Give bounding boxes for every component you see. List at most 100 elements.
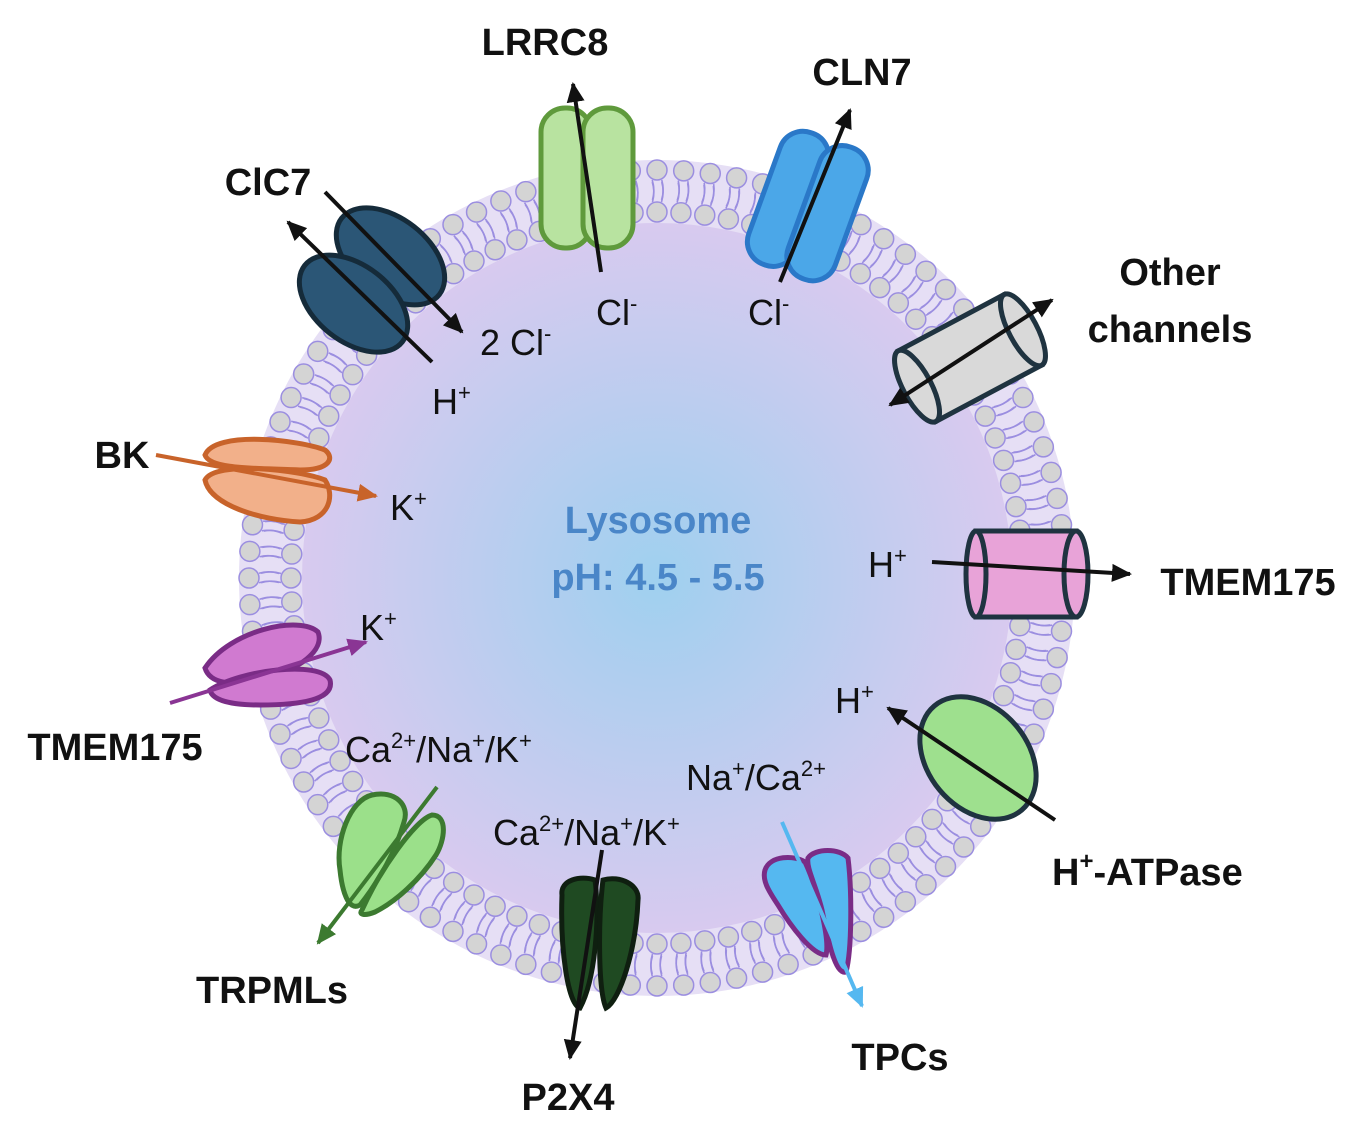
trpmls-arrow <box>316 785 439 945</box>
lipid-head <box>329 384 351 406</box>
lipid-head <box>1005 638 1027 661</box>
tmem175-left-label: TMEM175 <box>27 727 202 769</box>
lipid-tail <box>315 769 334 781</box>
lipid-tail <box>660 181 664 203</box>
lipid-head <box>515 180 537 203</box>
lipid-tail <box>476 912 488 932</box>
tmem175-right-label: TMEM175 <box>1160 562 1335 604</box>
other-label-line1: Other <box>1119 252 1221 294</box>
lipid-tail <box>725 188 731 209</box>
tpcs-arrow <box>780 821 864 1008</box>
lysosome-lumen <box>302 223 1012 933</box>
lipid-head <box>699 971 722 994</box>
lipid-tail <box>1011 702 1031 711</box>
tpcs-channel <box>761 821 864 1008</box>
lipid-tail <box>1018 470 1039 478</box>
lipid-head <box>646 201 668 223</box>
lipid-head <box>1040 461 1062 484</box>
p2x4-arrow <box>563 849 604 1060</box>
lipid-tail <box>1020 670 1041 677</box>
bk-ion: K+ <box>390 486 427 528</box>
lipid-head <box>646 975 668 997</box>
lipid-head <box>1032 698 1055 720</box>
lipid-head <box>905 308 927 330</box>
lipid-tail <box>440 892 453 911</box>
lipid-head <box>934 855 957 878</box>
lipid-head <box>280 567 302 589</box>
cln7-ion: Cl- <box>748 291 789 333</box>
lipid-head <box>872 906 895 928</box>
p2x4-ion: Ca2+/Na+/K+ <box>493 811 680 853</box>
lipid-head <box>463 884 485 906</box>
lipid-tail <box>261 555 282 559</box>
lipid-tail <box>996 406 1015 417</box>
lipid-tail <box>462 232 474 251</box>
lipid-tail <box>709 950 715 971</box>
clc7-cl-arrow <box>323 190 464 334</box>
lipid-head <box>974 405 997 427</box>
lipid-head <box>725 167 748 189</box>
lipid-tail <box>901 276 916 294</box>
lipid-tail <box>918 846 935 863</box>
lipid-tail <box>1011 445 1031 454</box>
cln7-arrow <box>778 108 852 283</box>
lipid-tail <box>685 183 690 204</box>
lipid-tail <box>440 245 453 264</box>
tmem175-right-ion: H+ <box>868 543 907 585</box>
lipid-tail <box>659 953 663 975</box>
cln7-label: CLN7 <box>812 52 911 94</box>
lipid-tail <box>509 926 518 946</box>
lipid-head <box>292 771 315 793</box>
lipid-tail <box>881 878 895 896</box>
tmem175-right-channel <box>963 528 1091 620</box>
lipid-tail <box>1026 504 1047 511</box>
lipid-head <box>763 913 786 936</box>
lipid-tail <box>324 361 343 374</box>
lipid-tail <box>900 863 915 880</box>
clc7-label: ClC7 <box>225 162 312 204</box>
lipid-head <box>894 890 917 913</box>
lrrc8-label: LRRC8 <box>482 22 609 64</box>
lipid-head <box>484 895 506 918</box>
lipid-head <box>869 276 891 299</box>
trpmls-channel <box>316 785 446 945</box>
lipid-tail <box>848 237 860 256</box>
lipid-tail <box>485 916 496 936</box>
lipid-head <box>953 836 975 858</box>
lipid-tail <box>454 236 466 255</box>
lipid-head <box>699 162 722 185</box>
lipid-tail <box>418 878 433 896</box>
lipid-head <box>239 540 261 563</box>
lipid-tail <box>263 529 284 535</box>
lipid-tail <box>454 900 466 919</box>
lipid-head <box>872 228 895 250</box>
lipid-tail <box>1024 495 1045 502</box>
lipid-tail <box>1018 678 1039 686</box>
lipid-tail <box>1030 621 1051 627</box>
trpmls-label: TRPMLs <box>196 970 348 1012</box>
lipid-tail <box>951 809 969 824</box>
lipid-tail <box>311 761 330 773</box>
lipid-head <box>999 472 1022 495</box>
lipid-tail <box>675 953 679 974</box>
lrrc8-arrow <box>566 82 603 273</box>
lipid-tail <box>650 953 654 975</box>
lipid-tail <box>1024 655 1045 661</box>
lipid-head <box>915 260 937 282</box>
lipid-tail <box>941 822 959 837</box>
lipid-tail <box>477 224 488 243</box>
atpase-arrow <box>886 706 1057 822</box>
lipid-head <box>905 826 927 848</box>
lipid-head <box>984 427 1006 449</box>
atpase-label: H+-ATPase <box>1052 848 1243 894</box>
lrrc8-channel <box>538 82 636 273</box>
lipid-head <box>992 449 1015 472</box>
lipid-tail <box>651 181 655 203</box>
lipid-tail <box>462 905 474 924</box>
lipid-head <box>725 967 748 989</box>
lipid-tail <box>263 621 284 626</box>
lipid-head <box>292 363 315 385</box>
lipid-head <box>329 750 351 772</box>
lipid-head <box>341 363 364 386</box>
lipid-tail <box>936 828 952 844</box>
